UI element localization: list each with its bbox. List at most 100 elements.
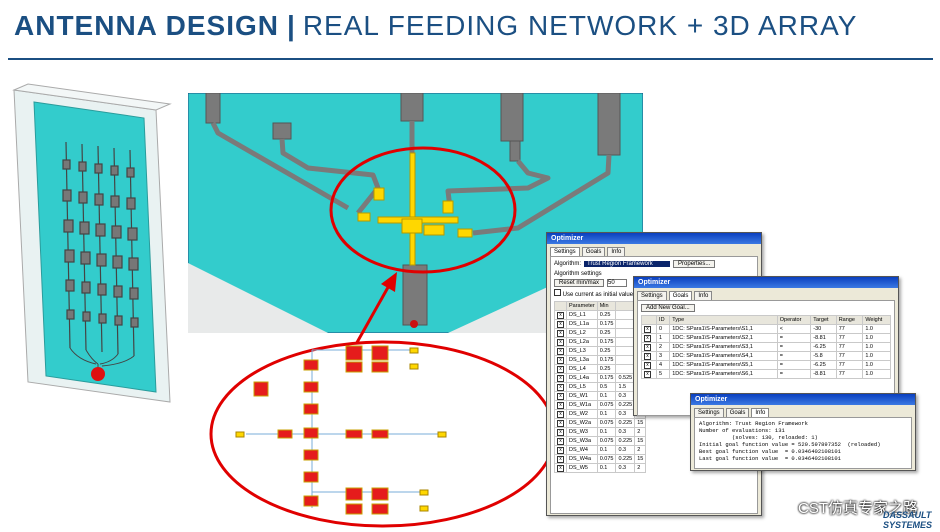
row-checkbox[interactable]: x	[644, 325, 651, 333]
row-checkbox[interactable]: x	[644, 334, 651, 342]
use-current-checkbox[interactable]	[554, 289, 561, 296]
table-cell: =	[776, 360, 812, 370]
row-checkbox[interactable]: x	[644, 343, 651, 351]
table-cell	[615, 319, 636, 329]
reset-percent-input[interactable]: 50	[607, 279, 628, 287]
tab-goals[interactable]: Goals	[725, 408, 750, 417]
table-cell: 1.0	[862, 369, 891, 379]
row-checkbox[interactable]: x	[557, 383, 564, 391]
row-checkbox[interactable]: x	[557, 311, 564, 319]
table-cell: 0.075	[596, 436, 617, 446]
table-cell: 77	[835, 369, 864, 379]
row-checkbox[interactable]: x	[557, 437, 564, 445]
table-cell	[615, 310, 636, 320]
row-checkbox[interactable]: x	[557, 419, 564, 427]
row-checkbox[interactable]: x	[557, 428, 564, 436]
tab-goals[interactable]: Goals	[581, 247, 606, 256]
use-current-label: Use current as initial value	[562, 292, 634, 298]
row-checkbox[interactable]: x	[557, 392, 564, 400]
col-id: ID	[656, 315, 671, 325]
table-cell: 1DC: SPara1\S-Parameters\S5,1	[669, 360, 778, 370]
col-weight: Weight	[862, 315, 891, 325]
table-cell: 0.225	[615, 418, 636, 428]
table-cell	[615, 364, 636, 374]
row-checkbox[interactable]: x	[557, 410, 564, 418]
row-checkbox[interactable]: x	[557, 320, 564, 328]
optimizer-window-goals[interactable]: Optimizer Settings Goals Info Add New Go…	[633, 276, 899, 416]
table-cell: 1	[656, 333, 671, 343]
algorithm-select[interactable]: Trust Region Framework	[584, 261, 671, 267]
tab-info[interactable]: Info	[607, 247, 626, 256]
window-title: Optimizer	[691, 394, 915, 405]
row-checkbox[interactable]: x	[557, 464, 564, 472]
col-type: Type	[669, 315, 778, 325]
row-checkbox[interactable]: x	[557, 356, 564, 364]
table-cell: 77	[835, 351, 864, 361]
table-cell: 77	[835, 360, 864, 370]
tab-settings[interactable]: Settings	[550, 247, 580, 256]
table-cell: 0.175	[596, 355, 617, 365]
row-checkbox[interactable]: x	[644, 370, 651, 378]
row-checkbox[interactable]: x	[557, 455, 564, 463]
reset-min-max-button[interactable]: Reset min/max	[554, 279, 605, 287]
tab-info[interactable]: Info	[751, 408, 770, 417]
tab-settings[interactable]: Settings	[694, 408, 724, 417]
table-cell: DS_W2a	[566, 418, 598, 428]
info-line: Best goal function value = 0.03464021081…	[699, 448, 841, 455]
dassault-logo: DASSAULT SYSTEMES	[883, 510, 932, 530]
info-line: Algorithm: Trust Region Framework	[699, 420, 808, 427]
row-checkbox[interactable]: x	[557, 365, 564, 373]
table-cell: -5.8	[810, 351, 837, 361]
table-cell: 15	[634, 454, 647, 464]
row-checkbox[interactable]: x	[557, 338, 564, 346]
row-checkbox[interactable]: x	[557, 347, 564, 355]
table-cell: 0.3	[615, 427, 636, 437]
row-checkbox[interactable]: x	[557, 374, 564, 382]
table-cell: 3	[656, 351, 671, 361]
tab-info[interactable]: Info	[694, 291, 713, 300]
title-bold: ANTENNA DESIGN	[14, 10, 279, 41]
row-checkbox[interactable]: x	[644, 361, 651, 369]
table-cell: 0.3	[615, 391, 636, 401]
table-cell: DS_W3a	[566, 436, 598, 446]
add-new-goal-button[interactable]: Add New Goal...	[641, 304, 695, 312]
window-title: Optimizer	[547, 233, 761, 244]
row-checkbox[interactable]: x	[557, 329, 564, 337]
table-cell: DS_L2	[566, 328, 598, 338]
table-cell: 0.25	[596, 346, 617, 356]
table-cell: 15	[634, 436, 647, 446]
tab-settings[interactable]: Settings	[637, 291, 667, 300]
tab-goals[interactable]: Goals	[668, 291, 693, 300]
row-checkbox[interactable]: x	[644, 352, 651, 360]
table-cell: 77	[835, 342, 864, 352]
row-checkbox[interactable]: x	[557, 401, 564, 409]
table-cell	[615, 355, 636, 365]
table-cell: =	[776, 342, 812, 352]
table-cell: =	[776, 333, 812, 343]
properties-button[interactable]: Properties...	[673, 260, 716, 268]
table-cell: 0.075	[596, 400, 617, 410]
table-cell: DS_L2a	[566, 337, 598, 347]
table-cell: 0.175	[596, 373, 617, 383]
table-cell: 1.0	[862, 360, 891, 370]
table-cell: DS_W4	[566, 445, 598, 455]
table-cell: DS_L1	[566, 310, 598, 320]
table-cell: 0.25	[596, 364, 617, 374]
row-checkbox[interactable]: x	[557, 446, 564, 454]
optimizer-window-info[interactable]: Optimizer Settings Goals Info Algorithm:…	[690, 393, 916, 471]
table-cell: DS_L1a	[566, 319, 598, 329]
